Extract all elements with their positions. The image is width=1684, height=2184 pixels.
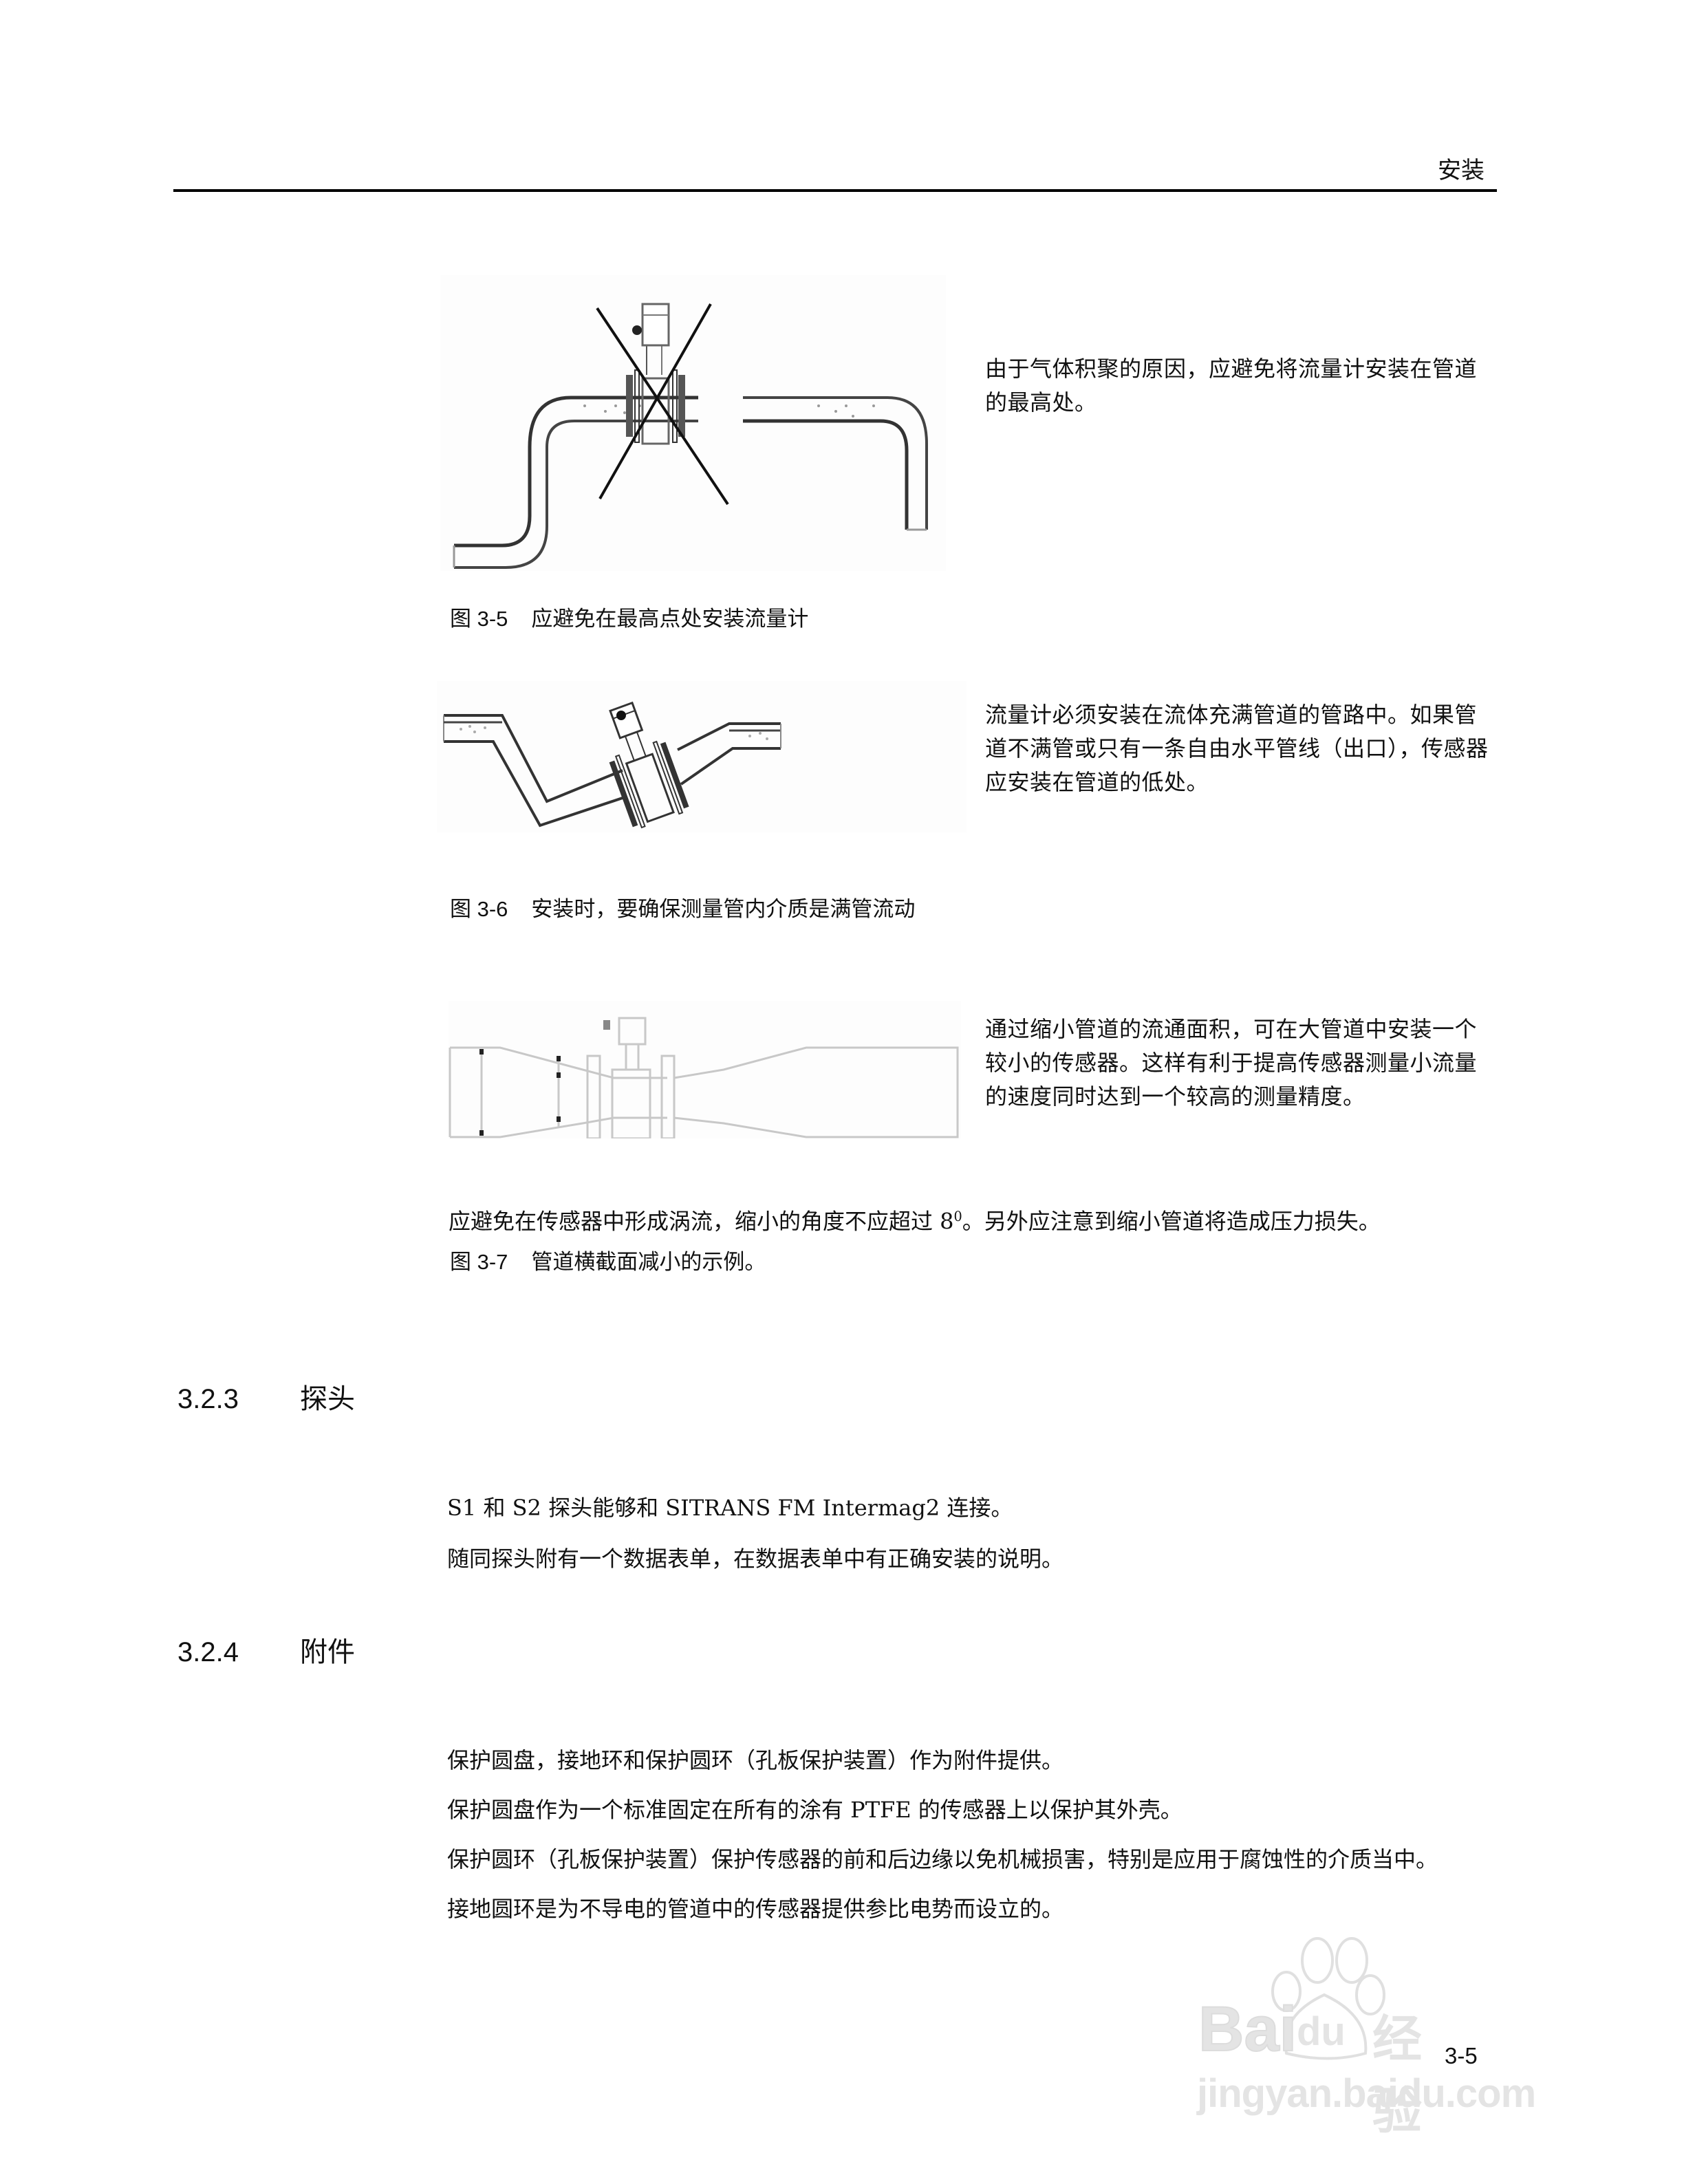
- baidu-paw-logo-icon: [1271, 1937, 1385, 2060]
- figure-3-7-note: 应避免在传感器中形成涡流，缩小的角度不应超过 80。另外应注意到缩小管道将造成压…: [449, 1200, 1515, 1238]
- paragraph: 保护圆盘，接地环和保护圆环（孔板保护装置）作为附件提供。: [447, 1747, 1064, 1773]
- paragraph: S1 和 S2 探头能够和 SITRANS FM Intermag2 连接。: [447, 1495, 1013, 1521]
- pipe-low-point-icon: [437, 681, 967, 832]
- figure-3-5-number: 图 3-5: [450, 607, 508, 631]
- figure-3-6-caption: 图 3-6 安装时，要确保测量管内介质是满管流动: [450, 896, 915, 923]
- chapter-title: 安装: [1438, 157, 1485, 184]
- section-number: 3.2.3: [177, 1384, 239, 1414]
- figure-3-5-caption-text: 应避免在最高点处安装流量计: [531, 607, 809, 631]
- figure-3-7-caption-text: 管道横截面减小的示例。: [531, 1250, 766, 1275]
- paragraph: 保护圆环（孔板保护装置）保护传感器的前和后边缘以免机械损害，特别是应用于腐蚀性的…: [447, 1846, 1438, 1872]
- paragraph: 保护圆盘作为一个标准固定在所有的涂有 PTFE 的传感器上以保护其外壳。: [447, 1797, 1183, 1823]
- figure-3-6-diagram: [437, 681, 967, 832]
- figure-3-7-note-text-end: 。另外应注意到缩小管道将造成压力损失。: [962, 1208, 1381, 1235]
- figure-3-5-diagram: [440, 275, 946, 571]
- section-heading-3-2-3: 3.2.3 探头: [177, 1383, 355, 1416]
- header-rule: [173, 189, 1497, 192]
- section-3-2-3-body: S1 和 S2 探头能够和 SITRANS FM Intermag2 连接。 随…: [447, 1491, 1513, 1593]
- page-number: 3-5: [1445, 2043, 1478, 2068]
- section-3-2-4-body: 保护圆盘，接地环和保护圆环（孔板保护装置）作为附件提供。 保护圆盘作为一个标准固…: [447, 1744, 1513, 1943]
- figure-3-7-number: 图 3-7: [450, 1250, 508, 1274]
- watermark-logo-text: Bai: [1198, 1993, 1297, 2065]
- section-number: 3.2.4: [177, 1637, 239, 1667]
- figure-3-7-description: 通过缩小管道的流通面积，可在大管道中安装一个较小的传感器。这样有利于提高传感器测…: [985, 1016, 1478, 1110]
- figure-3-6-caption-text: 安装时，要确保测量管内介质是满管流动: [531, 897, 916, 922]
- pipe-high-point-icon: [440, 275, 946, 571]
- figure-3-6-description: 流量计必须安装在流体充满管道的管路中。如果管道不满管或只有一条自由水平管线（出口…: [985, 702, 1489, 795]
- paragraph: 接地圆环是为不导电的管道中的传感器提供参比电势而设立的。: [447, 1896, 1064, 1922]
- figure-3-7-diagram: [449, 1001, 961, 1140]
- section-title: 附件: [300, 1636, 355, 1668]
- figure-3-5-description: 由于气体积聚的原因，应避免将流量计安装在管道的最高处。: [985, 356, 1478, 415]
- section-title: 探头: [300, 1383, 355, 1415]
- watermark-cn-text: 经验: [1372, 2010, 1423, 2140]
- pipe-reduction-icon: [449, 1001, 961, 1140]
- section-heading-3-2-4: 3.2.4 附件: [177, 1636, 355, 1669]
- watermark-url: jingyan.baidu.com: [1197, 2071, 1536, 2116]
- figure-3-6-number: 图 3-6: [450, 897, 508, 921]
- degree-superscript: 0: [953, 1209, 962, 1224]
- paragraph: 随同探头附有一个数据表单，在数据表单中有正确安装的说明。: [447, 1546, 1064, 1572]
- figure-3-5-caption: 图 3-5 应避免在最高点处安装流量计: [450, 605, 808, 633]
- watermark-paw-text: du: [1297, 2009, 1346, 2054]
- figure-3-7-note-text: 应避免在传感器中形成涡流，缩小的角度不应超过 8: [449, 1208, 954, 1235]
- figure-3-7-caption: 图 3-7 管道横截面减小的示例。: [450, 1248, 766, 1276]
- baidu-watermark: Bai du 经验 jingyan.baidu.com: [1183, 1933, 1536, 2140]
